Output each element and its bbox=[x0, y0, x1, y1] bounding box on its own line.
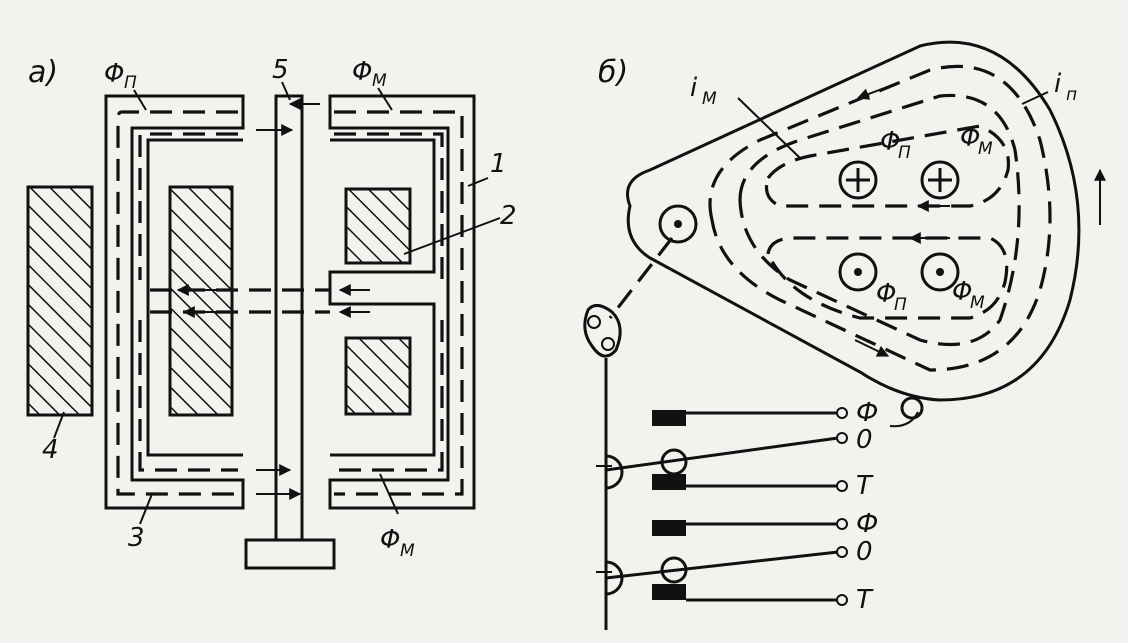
linkage bbox=[608, 237, 674, 319]
flux-paths-a bbox=[116, 110, 464, 496]
disc-stop bbox=[900, 396, 924, 420]
flux-m-lower: Φ bbox=[952, 277, 972, 307]
leaders-a bbox=[53, 81, 501, 525]
current-arrows bbox=[854, 83, 1106, 357]
panel-a: a) bbox=[26, 55, 517, 570]
switch-group-2 bbox=[596, 518, 848, 606]
flux-p-upper-sub: П bbox=[898, 143, 911, 163]
switch-2-phase: Ф bbox=[856, 509, 878, 539]
label-1: 1 bbox=[490, 149, 507, 179]
switch-group-1 bbox=[596, 407, 848, 492]
flux-p-upper: Φ bbox=[880, 127, 900, 157]
teardrop-disc bbox=[626, 40, 1081, 402]
coil-2-lower bbox=[344, 336, 412, 416]
contact-lever bbox=[583, 304, 622, 358]
panel-b: б) bbox=[583, 40, 1106, 630]
switch-2-t: Т bbox=[856, 585, 874, 615]
flux-p-lower-sub: П bbox=[894, 295, 907, 315]
flux-m-bottom-sub: M bbox=[400, 541, 415, 561]
label-5: 5 bbox=[272, 55, 289, 85]
switch-1-zero: 0 bbox=[856, 425, 873, 455]
flux-m-upper: Φ bbox=[960, 123, 980, 153]
label-3: 3 bbox=[128, 523, 145, 553]
pivot-dot bbox=[674, 220, 682, 228]
flux-p-label: Φ bbox=[104, 59, 124, 89]
current-p-label: i bbox=[1054, 69, 1062, 99]
switch-2-zero: 0 bbox=[856, 537, 873, 567]
leader-ip bbox=[1021, 91, 1049, 105]
coil-left bbox=[168, 185, 234, 417]
flux-m-upper-sub: M bbox=[978, 139, 993, 159]
current-m-sub: M bbox=[702, 89, 717, 109]
shaft bbox=[244, 94, 336, 570]
current-p-sub: п bbox=[1066, 85, 1077, 105]
label-2: 2 bbox=[500, 201, 517, 231]
label-4: 4 bbox=[42, 435, 59, 465]
flux-arrows-a bbox=[176, 98, 370, 500]
switch-1-phase: Ф bbox=[856, 398, 878, 428]
coil-4 bbox=[26, 185, 94, 417]
magnetic-core bbox=[104, 94, 476, 510]
panel-b-letter: б) bbox=[598, 55, 628, 90]
panel-a-letter: a) bbox=[28, 55, 58, 90]
leader-im bbox=[737, 97, 801, 159]
flux-markers bbox=[838, 160, 960, 292]
flux-p-sub: П bbox=[124, 73, 137, 93]
current-loops bbox=[708, 64, 1052, 372]
flux-m-lower-sub: M bbox=[970, 293, 985, 313]
flux-m-top-label: Φ bbox=[352, 57, 372, 87]
flux-m-bottom-label: Φ bbox=[380, 525, 400, 555]
coil-2-upper bbox=[344, 187, 412, 265]
flux-m-top-sub: M bbox=[372, 71, 387, 91]
switch-1-t: Т bbox=[856, 471, 874, 501]
pivot-ring bbox=[658, 204, 698, 244]
flux-p-lower: Φ bbox=[876, 279, 896, 309]
current-m-label: i bbox=[690, 73, 698, 103]
